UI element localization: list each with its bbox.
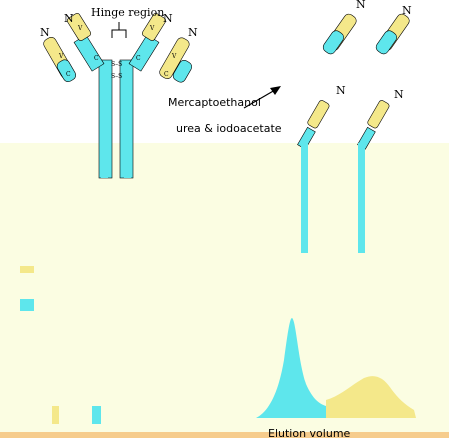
n-terminal-label-6: N [402, 4, 412, 17]
hinge-bracket [111, 22, 127, 38]
free-light-chains [322, 13, 410, 55]
legend-heavy-bar [92, 406, 101, 424]
elution-baseline [0, 432, 449, 438]
n-terminal-label-4: N [188, 26, 198, 39]
variable-label-2: V [77, 25, 83, 32]
light-chain-peak [326, 376, 416, 418]
light-chain-right [159, 37, 190, 80]
n-terminal-label-5: N [356, 0, 366, 11]
heavy-variable-left [67, 13, 91, 41]
mercaptoethanol-label: Mercaptoethanol [168, 96, 261, 109]
n-terminal-label-7: N [336, 84, 346, 97]
free-heavy-chains [297, 100, 390, 253]
arrow-head-icon [270, 86, 281, 95]
light-constant-left [56, 59, 77, 82]
reaction-arrow [243, 89, 276, 109]
n-terminal-label-3: N [163, 12, 173, 25]
constant-label-4: C [164, 71, 169, 78]
variable-label-4: V [171, 53, 177, 60]
hinge-region-label: Hinge region [91, 6, 164, 19]
urea-iodoacetate-label: urea & iodoacetate [176, 122, 282, 135]
n-terminal-label-1: N [40, 26, 50, 39]
legend-light-bar [52, 406, 59, 424]
legend-light-swatch [20, 266, 34, 273]
free-light-chain-1-constant [322, 30, 344, 55]
n-terminal-label-2: N [64, 12, 74, 25]
constant-label-1: C [66, 71, 71, 78]
heavy-chain-peak [256, 318, 326, 418]
free-heavy-chain-2-stem [358, 143, 365, 253]
heavy-arm-right [128, 34, 160, 72]
elution-volume-label: Elution volume [268, 427, 351, 438]
disulfide-label-1: S–S [111, 61, 122, 68]
heavy-stem-left [101, 143, 108, 178]
heavy-stem-right [124, 143, 131, 178]
constant-label-2: C [94, 55, 99, 62]
variable-label-3: V [149, 25, 155, 32]
free-heavy-chain-1-variable [307, 100, 330, 129]
legend-heavy-swatch [20, 299, 34, 311]
free-heavy-chain-2-variable [367, 100, 390, 129]
n-terminal-label-8: N [394, 88, 404, 101]
constant-label-3: C [136, 55, 141, 62]
free-heavy-chain-1-stem [301, 143, 308, 253]
disulfide-label-2: S–S [111, 73, 122, 80]
light-constant-right [172, 60, 193, 83]
intact-antibody [43, 13, 193, 179]
variable-label-1: V [58, 53, 64, 60]
heavy-arm-left [73, 34, 105, 72]
free-light-chain-2-constant [375, 30, 397, 55]
heavy-variable-right [142, 13, 166, 41]
